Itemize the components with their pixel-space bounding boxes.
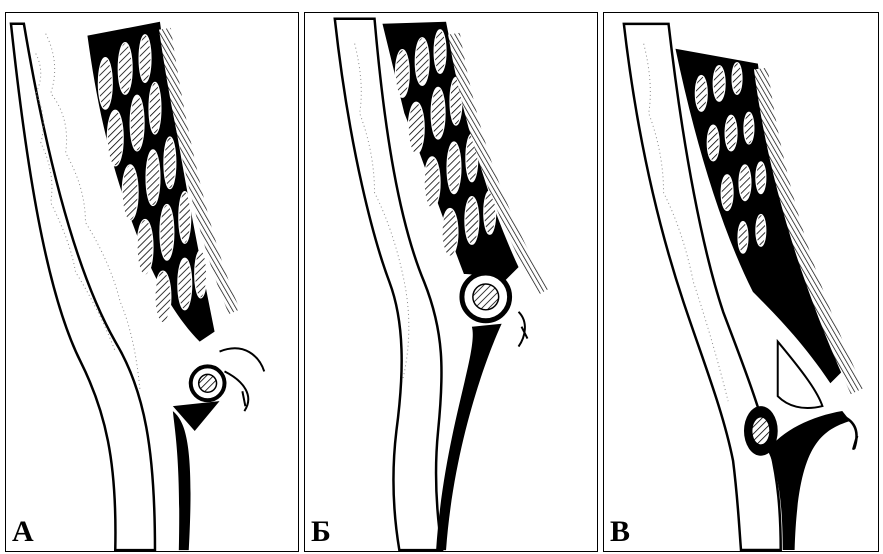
panel-label-a: А	[12, 517, 34, 547]
illustration-b	[305, 13, 597, 551]
illustration-a	[6, 13, 298, 551]
panel-b: Б	[304, 12, 598, 552]
illustration-c	[604, 13, 878, 551]
panel-a: А	[5, 12, 299, 552]
panel-label-c: В	[610, 517, 630, 547]
panel-c: В	[603, 12, 879, 552]
panel-label-b: Б	[311, 517, 331, 547]
